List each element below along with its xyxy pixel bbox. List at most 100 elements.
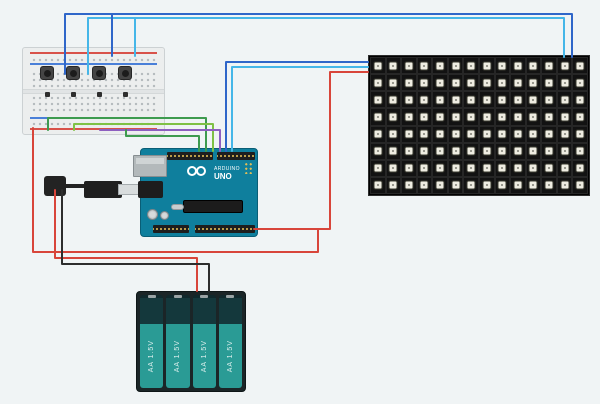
led-pixel: [541, 108, 557, 126]
breadboard-negative-rail: [30, 63, 157, 65]
breadboard-positive-rail: [30, 52, 157, 54]
led-pixel: [416, 159, 433, 177]
battery-cell-4: AA 1.5V: [218, 295, 242, 388]
led-pixel: [541, 57, 557, 75]
led-pixel: [525, 159, 542, 177]
led-pixel: [478, 108, 495, 126]
breadboard-positive-rail: [30, 128, 157, 130]
led-pixel: [556, 91, 573, 109]
led-pixel: [416, 142, 433, 160]
battery-cell-2: AA 1.5V: [166, 295, 190, 388]
capacitor: [147, 209, 158, 220]
led-pixel: [463, 125, 479, 143]
led-pixel: [525, 74, 542, 92]
led-pixel: [525, 125, 542, 143]
led-pixel: [541, 176, 557, 194]
led-pixel: [370, 125, 386, 143]
led-pixel: [385, 159, 402, 177]
wire-arduino-matrix-blue[interactable]: [225, 61, 369, 152]
breadboard[interactable]: [22, 47, 165, 135]
wire-arduino-matrix-cyan[interactable]: [231, 66, 369, 152]
digital-pin-header: [217, 152, 255, 160]
breadboard-center-channel: [23, 89, 164, 94]
led-pixel: [541, 142, 557, 160]
led-pixel: [525, 108, 542, 126]
led-pixel: [494, 57, 511, 75]
led-pixel: [572, 91, 588, 109]
battery-cell-3: AA 1.5V: [192, 295, 216, 388]
led-pixel: [385, 74, 402, 92]
pushbutton-leg: [97, 92, 102, 97]
led-pixel: [572, 108, 588, 126]
led-pixel: [478, 74, 495, 92]
led-pixel: [447, 159, 464, 177]
led-pixel: [432, 142, 448, 160]
led-pixel: [385, 108, 402, 126]
led-pixel: [572, 74, 588, 92]
led-pixel: [556, 176, 573, 194]
led-pixel: [416, 176, 433, 194]
led-pixel: [494, 108, 511, 126]
led-pixel: [401, 176, 417, 194]
led-pixel: [556, 125, 573, 143]
led-pixel: [385, 142, 402, 160]
led-pixel: [510, 159, 526, 177]
battery-body: AA 1.5V: [166, 324, 190, 388]
led-pixel: [510, 74, 526, 92]
led-pixel: [432, 74, 448, 92]
led-pixel: [385, 91, 402, 109]
led-pixel: [525, 142, 542, 160]
breadboard-holes: [30, 56, 157, 62]
led-pixel: [370, 91, 386, 109]
led-pixel: [556, 159, 573, 177]
battery-cap: [192, 298, 216, 324]
led-pixel: [463, 159, 479, 177]
led-pixel: [385, 125, 402, 143]
pushbutton-4[interactable]: [118, 66, 132, 80]
led-pixel: [432, 176, 448, 194]
wire-matrix-power-red[interactable]: [253, 71, 369, 230]
pushbutton-3[interactable]: [92, 66, 106, 80]
led-pixel: [447, 142, 464, 160]
led-pixel: [494, 74, 511, 92]
led-pixel: [541, 159, 557, 177]
led-pixel: [370, 108, 386, 126]
led-pixel: [447, 91, 464, 109]
arduino-model-label: UNO: [214, 172, 232, 181]
led-pixel: [478, 125, 495, 143]
led-pixel: [463, 91, 479, 109]
led-pixel: [447, 57, 464, 75]
led-pixel: [572, 159, 588, 177]
led-pixel: [525, 91, 542, 109]
pushbutton-1[interactable]: [40, 66, 54, 80]
led-pixel: [556, 108, 573, 126]
battery-cap: [166, 298, 190, 324]
pushbutton-2[interactable]: [66, 66, 80, 80]
battery-terminal: [173, 295, 182, 298]
battery-terminal: [226, 295, 235, 298]
battery-label: AA 1.5V: [174, 339, 182, 373]
led-pixel: [510, 57, 526, 75]
battery-body: AA 1.5V: [218, 324, 242, 388]
led-pixel: [447, 125, 464, 143]
atmega-chip: [183, 200, 243, 213]
dc-power-plug[interactable]: [84, 181, 122, 198]
led-pixel: [447, 108, 464, 126]
led-pixel: [416, 57, 433, 75]
led-pixel: [572, 125, 588, 143]
led-pixel: [541, 74, 557, 92]
led-pixel: [370, 142, 386, 160]
analog-pin-header: [195, 225, 255, 233]
led-pixel: [541, 125, 557, 143]
led-pixel: [463, 74, 479, 92]
led-pixel: [494, 159, 511, 177]
neopixel-matrix[interactable]: [368, 55, 590, 196]
led-pixel: [494, 91, 511, 109]
led-pixel: [463, 108, 479, 126]
led-pixel: [401, 108, 417, 126]
led-pixel: [510, 142, 526, 160]
led-pixel: [416, 74, 433, 92]
led-pixel: [556, 74, 573, 92]
